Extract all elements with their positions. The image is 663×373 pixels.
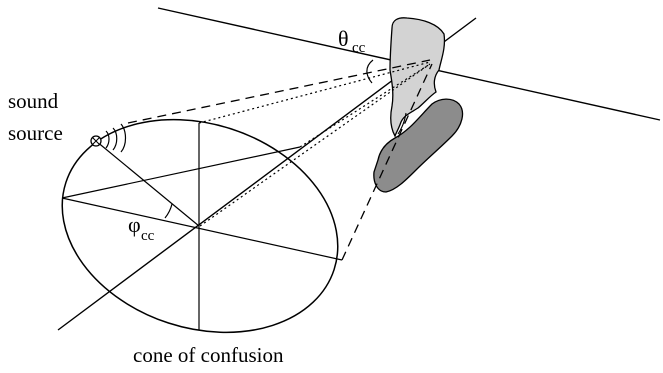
shoulders-shape: [373, 98, 464, 193]
sound-wave-arc-2: [112, 127, 118, 151]
sound-wave-arc-3: [120, 123, 127, 153]
ellipse-spoke-diagonal: [61, 146, 301, 199]
source-radius-line: [95, 140, 200, 227]
head-shape: [389, 17, 446, 138]
theta-angle-arc: [366, 59, 374, 84]
dashed-line-rim-to-ear: [341, 63, 433, 261]
neck-line: [397, 112, 407, 135]
phi-symbol: φ: [128, 212, 141, 237]
sound-source-cross-b: [92, 137, 100, 145]
dotted-line-right-to-ear: [299, 63, 431, 148]
phi-angle-arc: [164, 203, 173, 219]
sound-label: sound: [8, 89, 59, 113]
dotted-line-center-to-ear: [199, 63, 431, 227]
sound-wave-arc-1: [105, 130, 110, 149]
phi-subscript: cc: [141, 228, 155, 244]
theta-subscript: cc: [352, 40, 366, 56]
theta-symbol: θ: [338, 26, 349, 51]
cone-ellipse: [61, 118, 339, 334]
ellipse-spoke-horizontal: [61, 197, 343, 261]
dashed-line-source-to-ear: [127, 59, 431, 124]
cone-of-confusion-caption: cone of confusion: [133, 343, 284, 367]
source-label: source: [8, 121, 63, 145]
